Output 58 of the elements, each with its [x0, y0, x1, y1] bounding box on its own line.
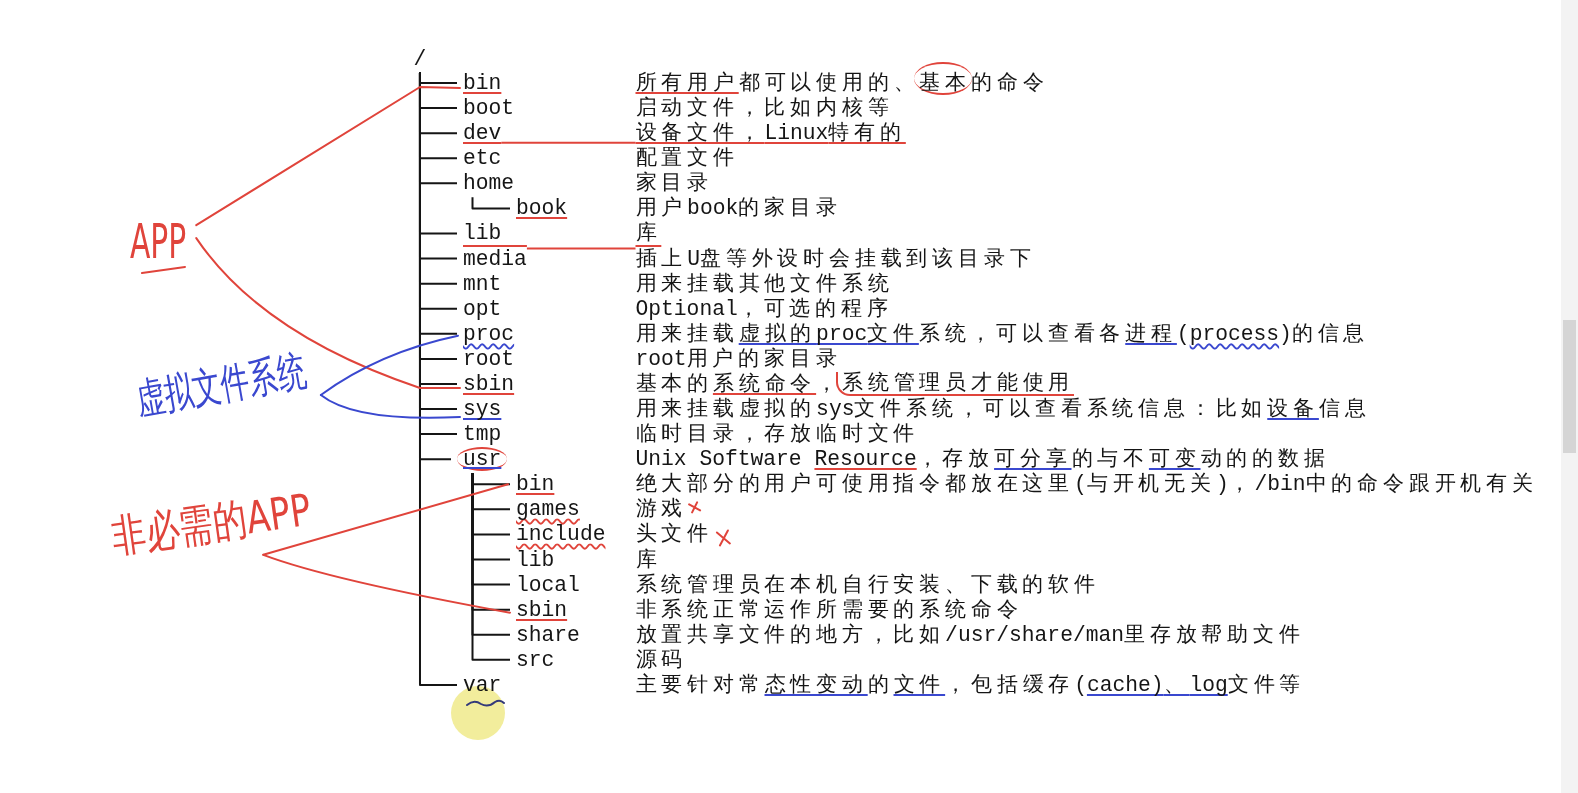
directory-name: share [516, 622, 580, 647]
directory-name: usr [457, 447, 508, 472]
description-text: 源码 [635, 647, 688, 672]
handwritten-note: 非必需的APP [108, 487, 314, 559]
pen-line [195, 237, 461, 389]
handwritten-note: APP [130, 217, 187, 265]
description-text: 设备文件，Linux特有的 [635, 121, 906, 146]
directory-name: bin [463, 71, 502, 95]
description-text: 用来挂载其他文件系统 [635, 271, 894, 296]
description-text: root用户的家目录 [635, 346, 842, 371]
directory-name: sys [463, 397, 502, 422]
directory-name: var [463, 672, 502, 697]
handwritten-note: 虚拟文件系统 [133, 349, 309, 421]
directory-name: mnt [463, 271, 502, 296]
directory-name: home [463, 171, 515, 196]
pen-line [262, 553, 511, 614]
directory-name: etc [463, 146, 502, 171]
description-text: 启动文件，比如内核等 [635, 96, 894, 121]
description-text: 配置文件 [635, 146, 739, 171]
directory-name: src [516, 647, 555, 672]
description-text: 放置共享文件的地方，比如/usr/share/man里存放帮助文件 [635, 622, 1305, 647]
description-text: 非系统正常运作所需要的系统命令 [635, 597, 1023, 622]
pen-line [319, 393, 461, 419]
directory-name: tmp [463, 422, 502, 447]
description-text: 基本的系统命令，系统管理员才能使用 [635, 371, 1075, 396]
directory-name: include [516, 522, 606, 547]
pen-line [262, 483, 509, 556]
description-text: 头文件 [635, 522, 713, 547]
directory-name: sbin [463, 371, 515, 396]
description-text: 库 [635, 547, 662, 572]
directory-name: book [516, 196, 568, 221]
description-text: Unix Software Resource，存放可分享的与不可变动的的数据 [635, 447, 1330, 472]
description-text: 家目录 [635, 171, 713, 196]
description-text: 绝大部分的用户可使用指令都放在这里(与开机无关)，/bin中的命令跟开机有关 [635, 472, 1538, 497]
description-text: 库 [635, 221, 662, 246]
description-text: 临时目录，存放临时文件 [635, 422, 920, 447]
description-text: Optional，可选的程序 [635, 296, 893, 321]
directory-name: games [516, 497, 580, 522]
directory-name: root [463, 346, 515, 371]
description-text: 主要针对常态性变动的文件，包括缓存(cache)、log文件等 [635, 672, 1306, 697]
description-text: 游戏 [635, 497, 688, 522]
directory-name: local [516, 572, 580, 597]
directory-name: bin [516, 472, 555, 497]
pen-line [319, 334, 459, 396]
root-label: / [413, 46, 427, 71]
description-text: 系统管理员在本机自行安装、下载的软件 [635, 572, 1100, 597]
directory-name: boot [463, 96, 515, 121]
directory-name: proc [463, 321, 515, 346]
directory-name: media [463, 246, 527, 271]
tree-line [471, 196, 511, 210]
tree-line [419, 71, 458, 686]
directory-name: lib [516, 547, 555, 572]
directory-name: dev [463, 121, 502, 146]
directory-name: lib [463, 221, 502, 246]
description-text: 所有用户都可以使用的、基本的命令 [635, 62, 1049, 95]
directory-name: sbin [516, 597, 568, 622]
pen-line [195, 86, 461, 227]
directory-name: opt [463, 296, 502, 321]
